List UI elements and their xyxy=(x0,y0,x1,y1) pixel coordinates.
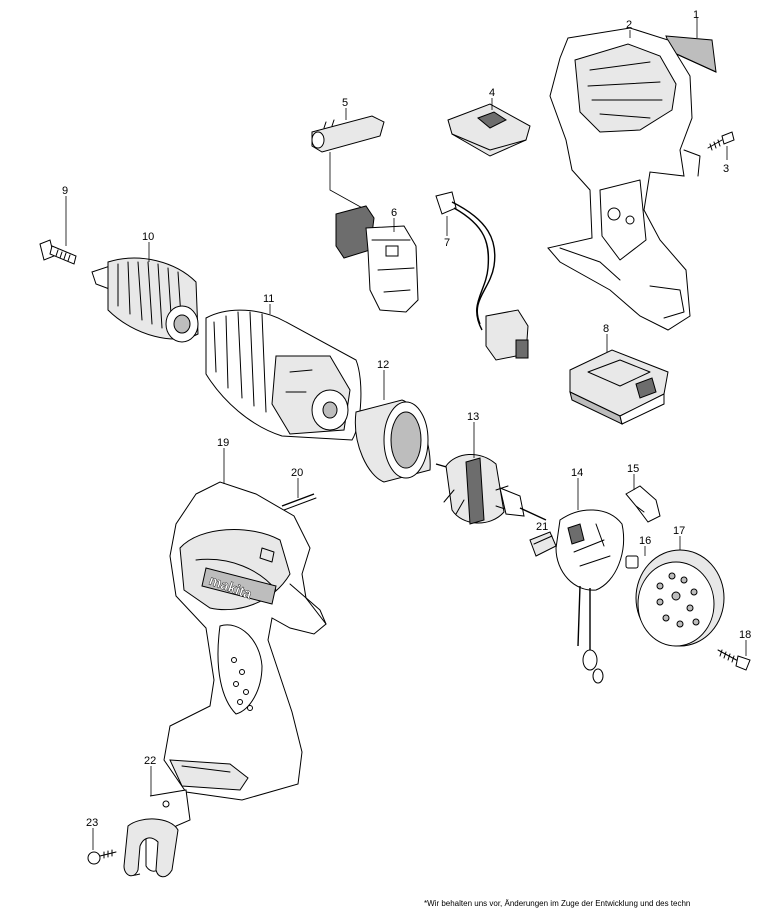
part-12-yoke[interactable] xyxy=(354,399,431,483)
part-22-label: 22 xyxy=(144,755,156,767)
part-23-screw[interactable] xyxy=(87,849,117,865)
part-16-bearing[interactable] xyxy=(625,555,639,569)
footnote-disclaimer: *Wir behalten uns vor, Änderungen im Zug… xyxy=(424,899,691,908)
part-9-label: 9 xyxy=(62,185,68,197)
part-11-gear-assembly[interactable] xyxy=(205,309,362,441)
part-4-label: 4 xyxy=(489,87,495,99)
part-9-bolt[interactable] xyxy=(39,239,77,265)
part-20-label: 20 xyxy=(291,467,303,479)
part-23-label: 23 xyxy=(86,817,98,829)
part-2-housing-half[interactable] xyxy=(547,27,701,331)
part-15-clip[interactable] xyxy=(625,485,661,523)
part-13-rotor[interactable] xyxy=(435,454,547,525)
part-3-label: 3 xyxy=(723,163,729,175)
part-19-main-housing[interactable]: makita xyxy=(163,481,327,801)
part-8-label: 8 xyxy=(603,323,609,335)
part-18-label: 18 xyxy=(739,629,751,641)
part-7-label: 7 xyxy=(444,237,450,249)
vent-holes xyxy=(656,572,700,628)
part-6-switch[interactable] xyxy=(335,205,419,313)
part-18-screw[interactable] xyxy=(717,649,751,671)
part-13-label: 13 xyxy=(467,411,479,423)
part-15-label: 15 xyxy=(627,463,639,475)
part-14-label: 14 xyxy=(571,467,583,479)
grip-dots xyxy=(231,657,253,711)
leader-5-to-6 xyxy=(329,152,367,211)
part-5-label: 5 xyxy=(342,97,348,109)
part-11-label: 11 xyxy=(263,293,274,305)
part-3-screw[interactable] xyxy=(707,131,735,151)
part-1-label: 1 xyxy=(693,9,699,21)
part-2-label: 2 xyxy=(626,19,632,31)
part-17-fan-cover[interactable] xyxy=(635,549,725,647)
part-14-circuit-board[interactable] xyxy=(555,509,625,684)
part-20-spring[interactable] xyxy=(281,493,317,511)
part-4-switch-lever[interactable] xyxy=(447,103,531,157)
part-21-contact[interactable]: 21 xyxy=(529,521,557,557)
part-10-label: 10 xyxy=(142,231,154,243)
part-22-belt-hook[interactable] xyxy=(123,789,191,878)
part-12-label: 12 xyxy=(377,359,389,371)
part-8-controller[interactable] xyxy=(569,349,669,425)
part-10-keyless-chuck[interactable] xyxy=(91,257,199,343)
part-5-trigger-cap[interactable] xyxy=(311,115,385,153)
part-17-label: 17 xyxy=(673,525,685,537)
part-16-label: 16 xyxy=(639,535,651,547)
part-19-label: 19 xyxy=(217,437,229,449)
part-6-label: 6 xyxy=(391,207,397,219)
part-7-lead-wire[interactable] xyxy=(435,191,529,361)
part-21-label: 21 xyxy=(536,521,548,533)
